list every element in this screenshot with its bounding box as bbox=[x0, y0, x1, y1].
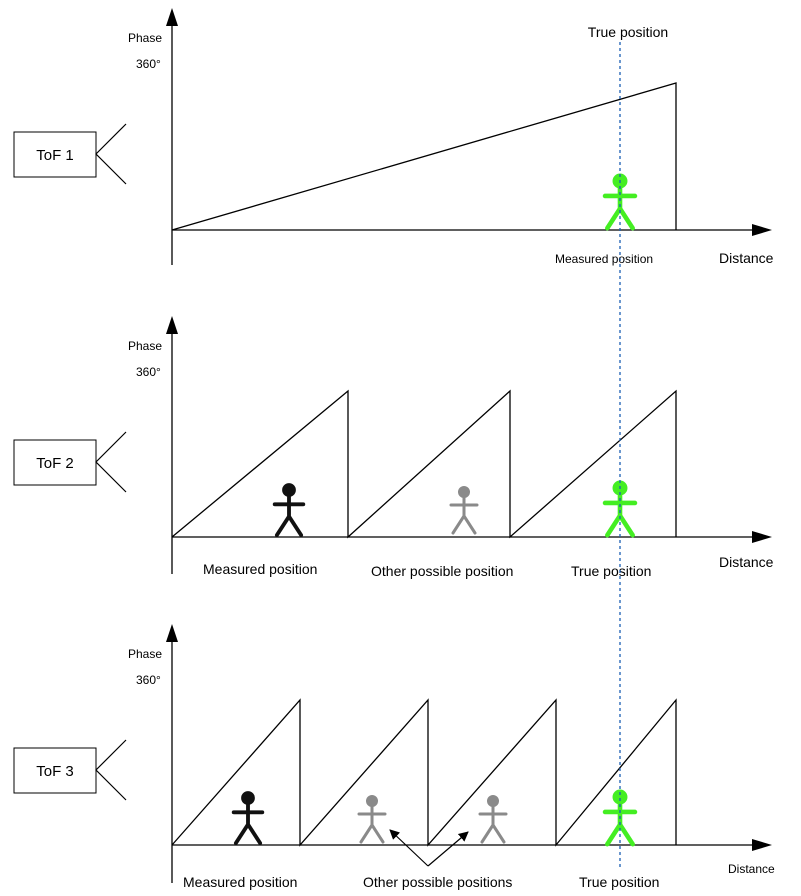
tof-1-distance-label: Distance bbox=[719, 250, 774, 266]
tof-3-annotation-arrow-left bbox=[389, 829, 429, 867]
tof-3-annotation-arrow-right bbox=[427, 831, 469, 867]
tof-3-distance-label: Distance bbox=[728, 862, 775, 876]
tof-2-sensor-box bbox=[13, 439, 97, 486]
possible-person-icon-tof-3-b bbox=[478, 795, 508, 844]
tof-1-measured-label: Measured position bbox=[555, 252, 653, 266]
measured-person-icon-tof-2 bbox=[272, 483, 306, 538]
tof-2-measured-label: Measured position bbox=[203, 561, 317, 577]
possible-person-icon-tof-3-a bbox=[357, 795, 387, 844]
tof-2-distance-label: Distance bbox=[719, 554, 774, 570]
tof-3-true-label: True position bbox=[579, 874, 659, 890]
tof-1-phase-axis-arrow bbox=[166, 8, 178, 26]
tof-2-emitter-icon bbox=[95, 431, 127, 493]
tof-2-true-label: True position bbox=[571, 563, 651, 579]
tof-3-emitter-icon bbox=[95, 739, 127, 801]
tof-2-phase-sawtooth bbox=[171, 389, 677, 539]
tof-3-distance-axis-arrow bbox=[752, 839, 772, 851]
panel-tof-2: ToF 2 Phase 360° Distance Measured posit… bbox=[13, 316, 774, 579]
tof-3-phase-sawtooth bbox=[171, 698, 677, 847]
possible-person-icon-tof-2 bbox=[449, 486, 479, 535]
tof-3-measured-label: Measured position bbox=[183, 874, 297, 890]
tof-3-phase-label: Phase bbox=[128, 647, 162, 661]
tof-1-360-label: 360° bbox=[136, 57, 161, 71]
tof-2-other-label: Other possible position bbox=[371, 563, 513, 579]
tof-3-label: ToF 3 bbox=[36, 763, 74, 780]
tof-1-distance-axis-arrow bbox=[752, 224, 772, 236]
tof-1-phase-label: Phase bbox=[128, 31, 162, 45]
person-figures bbox=[231, 173, 638, 847]
panel-tof-3: ToF 3 Phase 360° Distance Measured posit… bbox=[13, 624, 775, 890]
tof-3-other-label: Other possible positions bbox=[363, 874, 512, 890]
tof-1-label: ToF 1 bbox=[36, 147, 74, 164]
tof-2-distance-axis-arrow bbox=[752, 531, 772, 543]
tof-1-emitter-icon bbox=[95, 123, 127, 185]
true-person-icon-tof-2 bbox=[602, 480, 638, 538]
true-position-title: True position bbox=[588, 24, 668, 40]
tof-1-phase-ramp bbox=[171, 82, 677, 231]
panel-tof-1: ToF 1 Phase 360° Distance Measured posit… bbox=[13, 8, 774, 266]
tof-3-sensor-box bbox=[13, 747, 97, 794]
tof-3-phase-axis-arrow bbox=[166, 624, 178, 642]
tof-2-label: ToF 2 bbox=[36, 455, 74, 472]
true-person-icon-tof-1 bbox=[602, 173, 638, 231]
tof-2-phase-label: Phase bbox=[128, 339, 162, 353]
tof-1-sensor-box bbox=[13, 131, 97, 178]
tof-2-360-label: 360° bbox=[136, 365, 161, 379]
tof-2-phase-axis-arrow bbox=[166, 316, 178, 334]
measured-person-icon-tof-3 bbox=[231, 791, 265, 846]
tof-3-360-label: 360° bbox=[136, 673, 161, 687]
